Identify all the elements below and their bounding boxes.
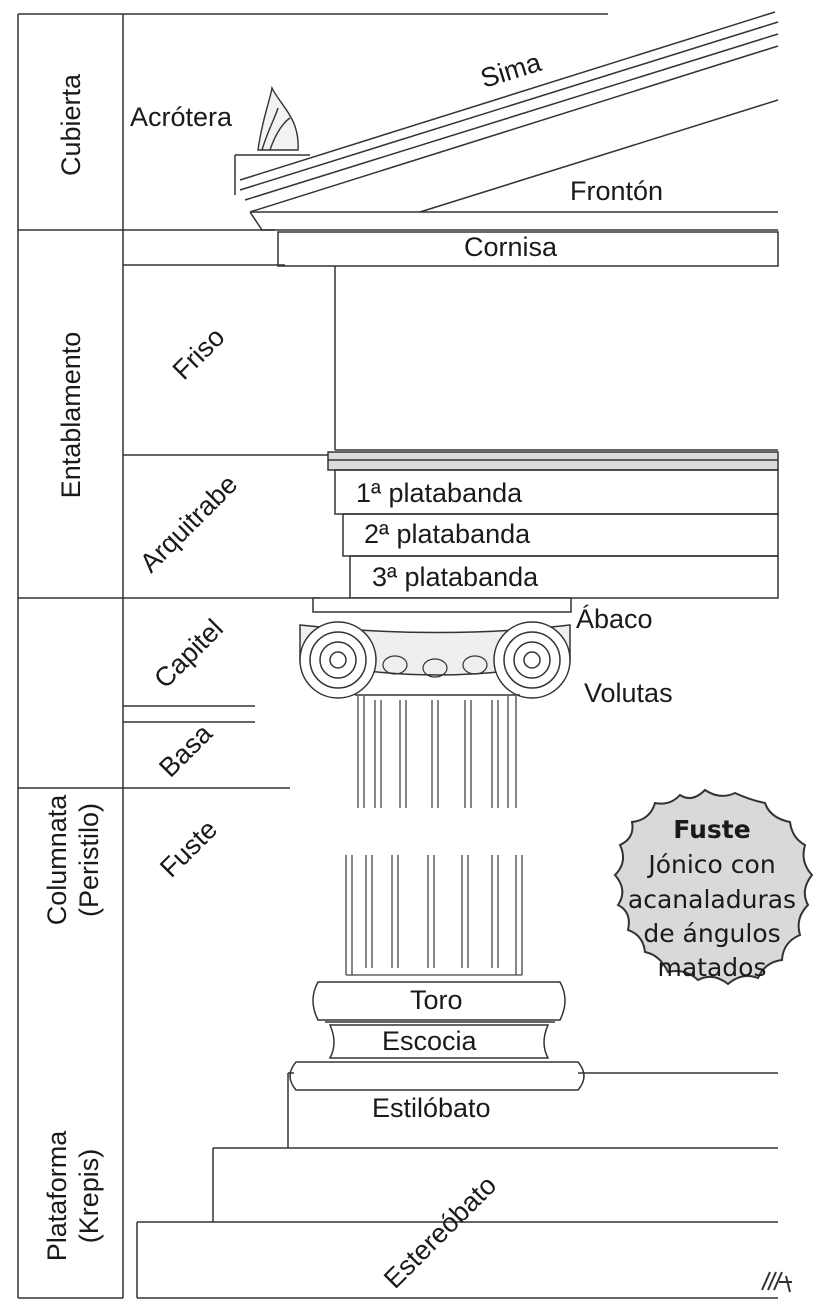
estereobato-label: Estereóbato [378, 1170, 502, 1294]
note-line-4: de ángulos [643, 919, 780, 948]
platabanda2-label: 2ª platabanda [364, 519, 531, 549]
section-krepis-label: (Krepis) [74, 1149, 104, 1244]
fronton-label: Frontón [570, 176, 663, 206]
frame-lines [17, 13, 608, 1299]
platform-drawing [136, 1072, 778, 1299]
section-cubierta-label: Cubierta [56, 73, 86, 176]
section-plataforma-label: Plataforma [42, 1130, 72, 1262]
signature-mark [761, 1271, 792, 1293]
estilobato-label: Estilóbato [372, 1093, 491, 1123]
note-text: Fuste Jónico con acanaladuras de ángulos… [628, 815, 796, 982]
cornice-drawing [277, 231, 779, 267]
part-labels: Acrótera Sima Frontón Cornisa 1ª plataba… [130, 47, 673, 1294]
volute-left-icon [299, 621, 377, 699]
volutas-label: Volutas [584, 678, 673, 708]
base-drawing [289, 981, 585, 1091]
abaco-label: Ábaco [576, 604, 653, 634]
subsection-labels: Friso Arquitrabe Capitel Fuste Basa [134, 322, 243, 883]
subsection-arquitrabe-label: Arquitrabe [134, 469, 243, 578]
note-line-3: acanaladuras [628, 885, 796, 914]
subsection-basa-label: Basa [153, 718, 218, 783]
section-columnata-label: Columnata [42, 794, 72, 926]
platabanda1-label: 1ª platabanda [356, 478, 523, 508]
subsection-friso-label: Friso [167, 322, 231, 386]
note-line-2: Jónico con [646, 850, 775, 879]
capital-drawing [299, 597, 572, 699]
subsection-capitel-label: Capitel [148, 613, 229, 694]
acrotera-label: Acrótera [130, 102, 233, 132]
acroterion-ornament [257, 85, 299, 151]
toro-label: Toro [410, 985, 463, 1015]
upper-shaft-drawing [357, 696, 517, 808]
section-peristilo-label: (Peristilo) [74, 803, 104, 917]
note-line-5: matados [658, 953, 767, 982]
lower-shaft-drawing [345, 855, 523, 976]
frieze-drawing [334, 266, 778, 451]
architrave-drawing [327, 451, 779, 599]
volute-right-icon [493, 621, 571, 699]
cornisa-label: Cornisa [464, 232, 558, 262]
note-line-1: Fuste [673, 815, 750, 844]
pediment-drawing [234, 11, 779, 231]
section-labels: Cubierta Entablamento Columnata (Peristi… [42, 73, 104, 1261]
section-entablamento-label: Entablamento [56, 332, 86, 499]
subsection-fuste-label: Fuste [154, 814, 223, 883]
escocia-label: Escocia [382, 1026, 478, 1056]
platabanda3-label: 3ª platabanda [372, 562, 539, 592]
note-badge-shape [613, 788, 814, 986]
